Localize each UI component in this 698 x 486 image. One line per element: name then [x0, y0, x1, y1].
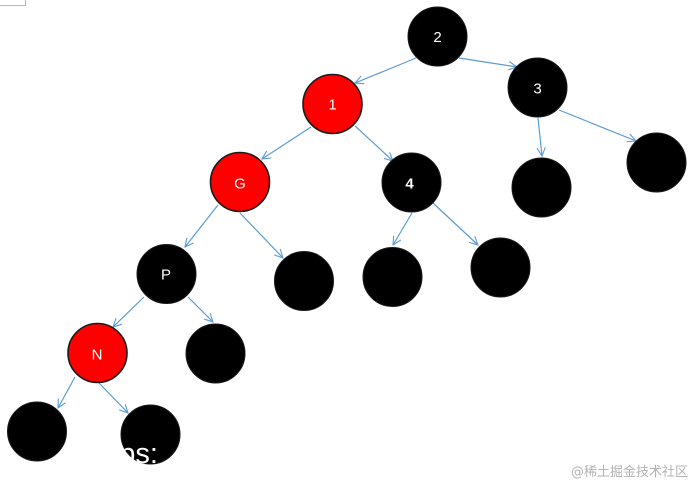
node-1: 1 — [302, 73, 363, 135]
nil-leaf-circle — [185, 323, 246, 384]
corner-frame — [0, 0, 26, 6]
node-P-right-nil — [185, 323, 246, 384]
node-N-label: N — [92, 347, 103, 364]
edge-P-to-N — [113, 296, 145, 327]
node-2: 2 — [407, 6, 468, 67]
node-3-circle — [507, 57, 568, 118]
node-G: G — [209, 151, 271, 213]
node-1-label: 1 — [328, 97, 336, 114]
nil-leaf-circle — [362, 247, 423, 307]
nil-leaf-circle — [511, 157, 572, 218]
node-G-label: G — [234, 176, 246, 193]
edge-P-to-right-nil — [187, 296, 213, 322]
edges — [58, 57, 636, 413]
node-N-right-nil — [120, 404, 181, 465]
node-4: 4 — [381, 152, 442, 213]
node-1-circle — [302, 73, 363, 135]
edge-2-to-3 — [458, 57, 517, 67]
node-4-left-nil — [362, 247, 423, 307]
edge-4-to-left-nil — [393, 212, 413, 245]
edge-N-to-left-nil — [58, 376, 76, 408]
node-3: 3 — [507, 57, 568, 118]
edge-G-to-P — [185, 204, 219, 247]
edge-3-to-left-nil — [538, 117, 542, 156]
nil-leaf-circle — [470, 237, 531, 298]
nil-leaf-circle — [626, 132, 687, 193]
node-N: N — [67, 322, 128, 384]
node-N-circle — [67, 322, 128, 384]
url-watermark: https: — [87, 438, 158, 470]
node-2-circle — [407, 6, 468, 67]
edge-1-to-G — [262, 126, 312, 159]
node-P-circle — [136, 244, 197, 304]
edge-2-to-1 — [355, 57, 417, 83]
edge-G-to-right-nil — [239, 212, 283, 258]
node-3-label: 3 — [533, 81, 541, 98]
node-4-right-nil — [470, 237, 531, 298]
node-4-label: 4 — [405, 176, 414, 193]
node-N-left-nil — [7, 401, 67, 462]
edge-N-to-right-nil — [98, 382, 128, 413]
edge-1-to-4 — [354, 125, 393, 161]
node-2-label: 2 — [433, 29, 441, 46]
nil-leaf-circle — [120, 404, 181, 465]
node-3-right-nil — [626, 132, 687, 193]
node-G-right-nil — [274, 251, 334, 311]
nil-leaf-circle — [7, 401, 67, 462]
site-watermark: @稀土掘金技术社区 — [570, 465, 688, 480]
node-3-left-nil — [511, 157, 572, 218]
node-4-circle — [381, 152, 442, 213]
nil-leaf-circle — [274, 251, 334, 311]
node-P: P — [136, 244, 197, 304]
node-G-circle — [209, 151, 271, 213]
edge-3-to-right-nil — [558, 109, 636, 141]
node-P-label: P — [161, 267, 171, 284]
edge-4-to-right-nil — [432, 202, 478, 245]
